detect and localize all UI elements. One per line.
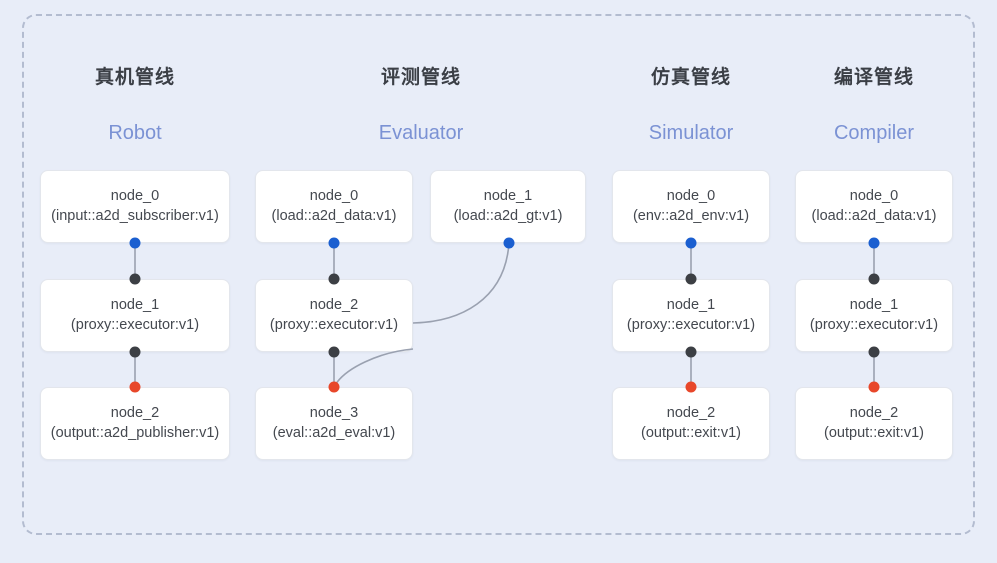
column-title-evaluator: 评测管线 bbox=[380, 67, 461, 88]
column-header-robot: 真机管线 Robot bbox=[55, 62, 215, 145]
node-label-name: node_1 bbox=[110, 296, 160, 313]
node-evaluator-0[interactable]: node_0 (load::a2d_data:v1) bbox=[255, 170, 413, 243]
node-label-type: (proxy::executor:v1) bbox=[269, 316, 399, 333]
edge-eval-executor-to-eval bbox=[333, 348, 414, 388]
column-header-simulator: 仿真管线 Simulator bbox=[611, 62, 771, 145]
port-input-simulator-1[interactable] bbox=[685, 273, 697, 285]
node-label-type: (input::a2d_subscriber:v1) bbox=[51, 207, 219, 224]
port-output-evaluator-2[interactable] bbox=[328, 346, 340, 358]
node-label-name: node_2 bbox=[849, 404, 899, 421]
node-label-type: (output::a2d_publisher:v1) bbox=[50, 424, 220, 441]
node-label-type: (output::exit:v1) bbox=[824, 424, 924, 441]
node-label-type: (env::a2d_env:v1) bbox=[632, 207, 750, 224]
node-robot-2[interactable]: node_2 (output::a2d_publisher:v1) bbox=[40, 387, 230, 460]
node-label-name: node_2 bbox=[110, 404, 160, 421]
port-output-compiler-0[interactable] bbox=[868, 237, 880, 249]
node-compiler-2[interactable]: node_2 (output::exit:v1) bbox=[795, 387, 953, 460]
port-input-robot-2[interactable] bbox=[129, 381, 141, 393]
node-label-name: node_0 bbox=[666, 187, 716, 204]
column-header-evaluator: 评测管线 Evaluator bbox=[341, 62, 501, 145]
port-input-compiler-1[interactable] bbox=[868, 273, 880, 285]
port-input-evaluator-3[interactable] bbox=[328, 381, 340, 393]
node-label-name: node_2 bbox=[666, 404, 716, 421]
node-compiler-1[interactable]: node_1 (proxy::executor:v1) bbox=[795, 279, 953, 352]
node-label-name: node_1 bbox=[483, 187, 533, 204]
node-evaluator-2[interactable]: node_2 (proxy::executor:v1) bbox=[255, 279, 413, 352]
node-simulator-2[interactable]: node_2 (output::exit:v1) bbox=[612, 387, 770, 460]
edge-eval-gt-to-executor bbox=[412, 242, 510, 324]
node-label-type: (load::a2d_gt:v1) bbox=[453, 207, 563, 224]
node-label-name: node_1 bbox=[666, 296, 716, 313]
port-output-robot-0[interactable] bbox=[129, 237, 141, 249]
node-label-type: (proxy::executor:v1) bbox=[626, 316, 756, 333]
port-input-simulator-2[interactable] bbox=[685, 381, 697, 393]
port-output-simulator-1[interactable] bbox=[685, 346, 697, 358]
node-simulator-0[interactable]: node_0 (env::a2d_env:v1) bbox=[612, 170, 770, 243]
node-label-name: node_1 bbox=[849, 296, 899, 313]
port-input-compiler-2[interactable] bbox=[868, 381, 880, 393]
node-label-type: (load::a2d_data:v1) bbox=[271, 207, 397, 224]
node-label-name: node_2 bbox=[309, 296, 359, 313]
node-simulator-1[interactable]: node_1 (proxy::executor:v1) bbox=[612, 279, 770, 352]
node-label-name: node_0 bbox=[309, 187, 359, 204]
node-label-type: (load::a2d_data:v1) bbox=[811, 207, 937, 224]
node-label-name: node_0 bbox=[110, 187, 160, 204]
node-robot-0[interactable]: node_0 (input::a2d_subscriber:v1) bbox=[40, 170, 230, 243]
port-input-evaluator-2[interactable] bbox=[328, 273, 340, 285]
column-title-robot: 真机管线 bbox=[94, 67, 175, 88]
column-subtitle-evaluator: Evaluator bbox=[378, 122, 464, 144]
column-subtitle-robot: Robot bbox=[108, 122, 162, 144]
port-output-evaluator-1[interactable] bbox=[503, 237, 515, 249]
node-compiler-0[interactable]: node_0 (load::a2d_data:v1) bbox=[795, 170, 953, 243]
node-evaluator-1[interactable]: node_1 (load::a2d_gt:v1) bbox=[430, 170, 586, 243]
port-output-simulator-0[interactable] bbox=[685, 237, 697, 249]
port-output-compiler-1[interactable] bbox=[868, 346, 880, 358]
node-label-type: (proxy::executor:v1) bbox=[809, 316, 939, 333]
node-evaluator-3[interactable]: node_3 (eval::a2d_eval:v1) bbox=[255, 387, 413, 460]
node-label-type: (eval::a2d_eval:v1) bbox=[272, 424, 396, 441]
node-label-name: node_3 bbox=[309, 404, 359, 421]
column-title-compiler: 编译管线 bbox=[833, 67, 914, 88]
port-output-robot-1[interactable] bbox=[129, 346, 141, 358]
column-subtitle-simulator: Simulator bbox=[648, 122, 734, 144]
node-label-type: (proxy::executor:v1) bbox=[70, 316, 200, 333]
port-input-robot-1[interactable] bbox=[129, 273, 141, 285]
column-subtitle-compiler: Compiler bbox=[833, 122, 915, 144]
node-label-type: (output::exit:v1) bbox=[641, 424, 741, 441]
port-output-evaluator-0[interactable] bbox=[328, 237, 340, 249]
column-header-compiler: 编译管线 Compiler bbox=[794, 62, 954, 145]
node-label-name: node_0 bbox=[849, 187, 899, 204]
node-robot-1[interactable]: node_1 (proxy::executor:v1) bbox=[40, 279, 230, 352]
column-title-simulator: 仿真管线 bbox=[650, 67, 731, 88]
